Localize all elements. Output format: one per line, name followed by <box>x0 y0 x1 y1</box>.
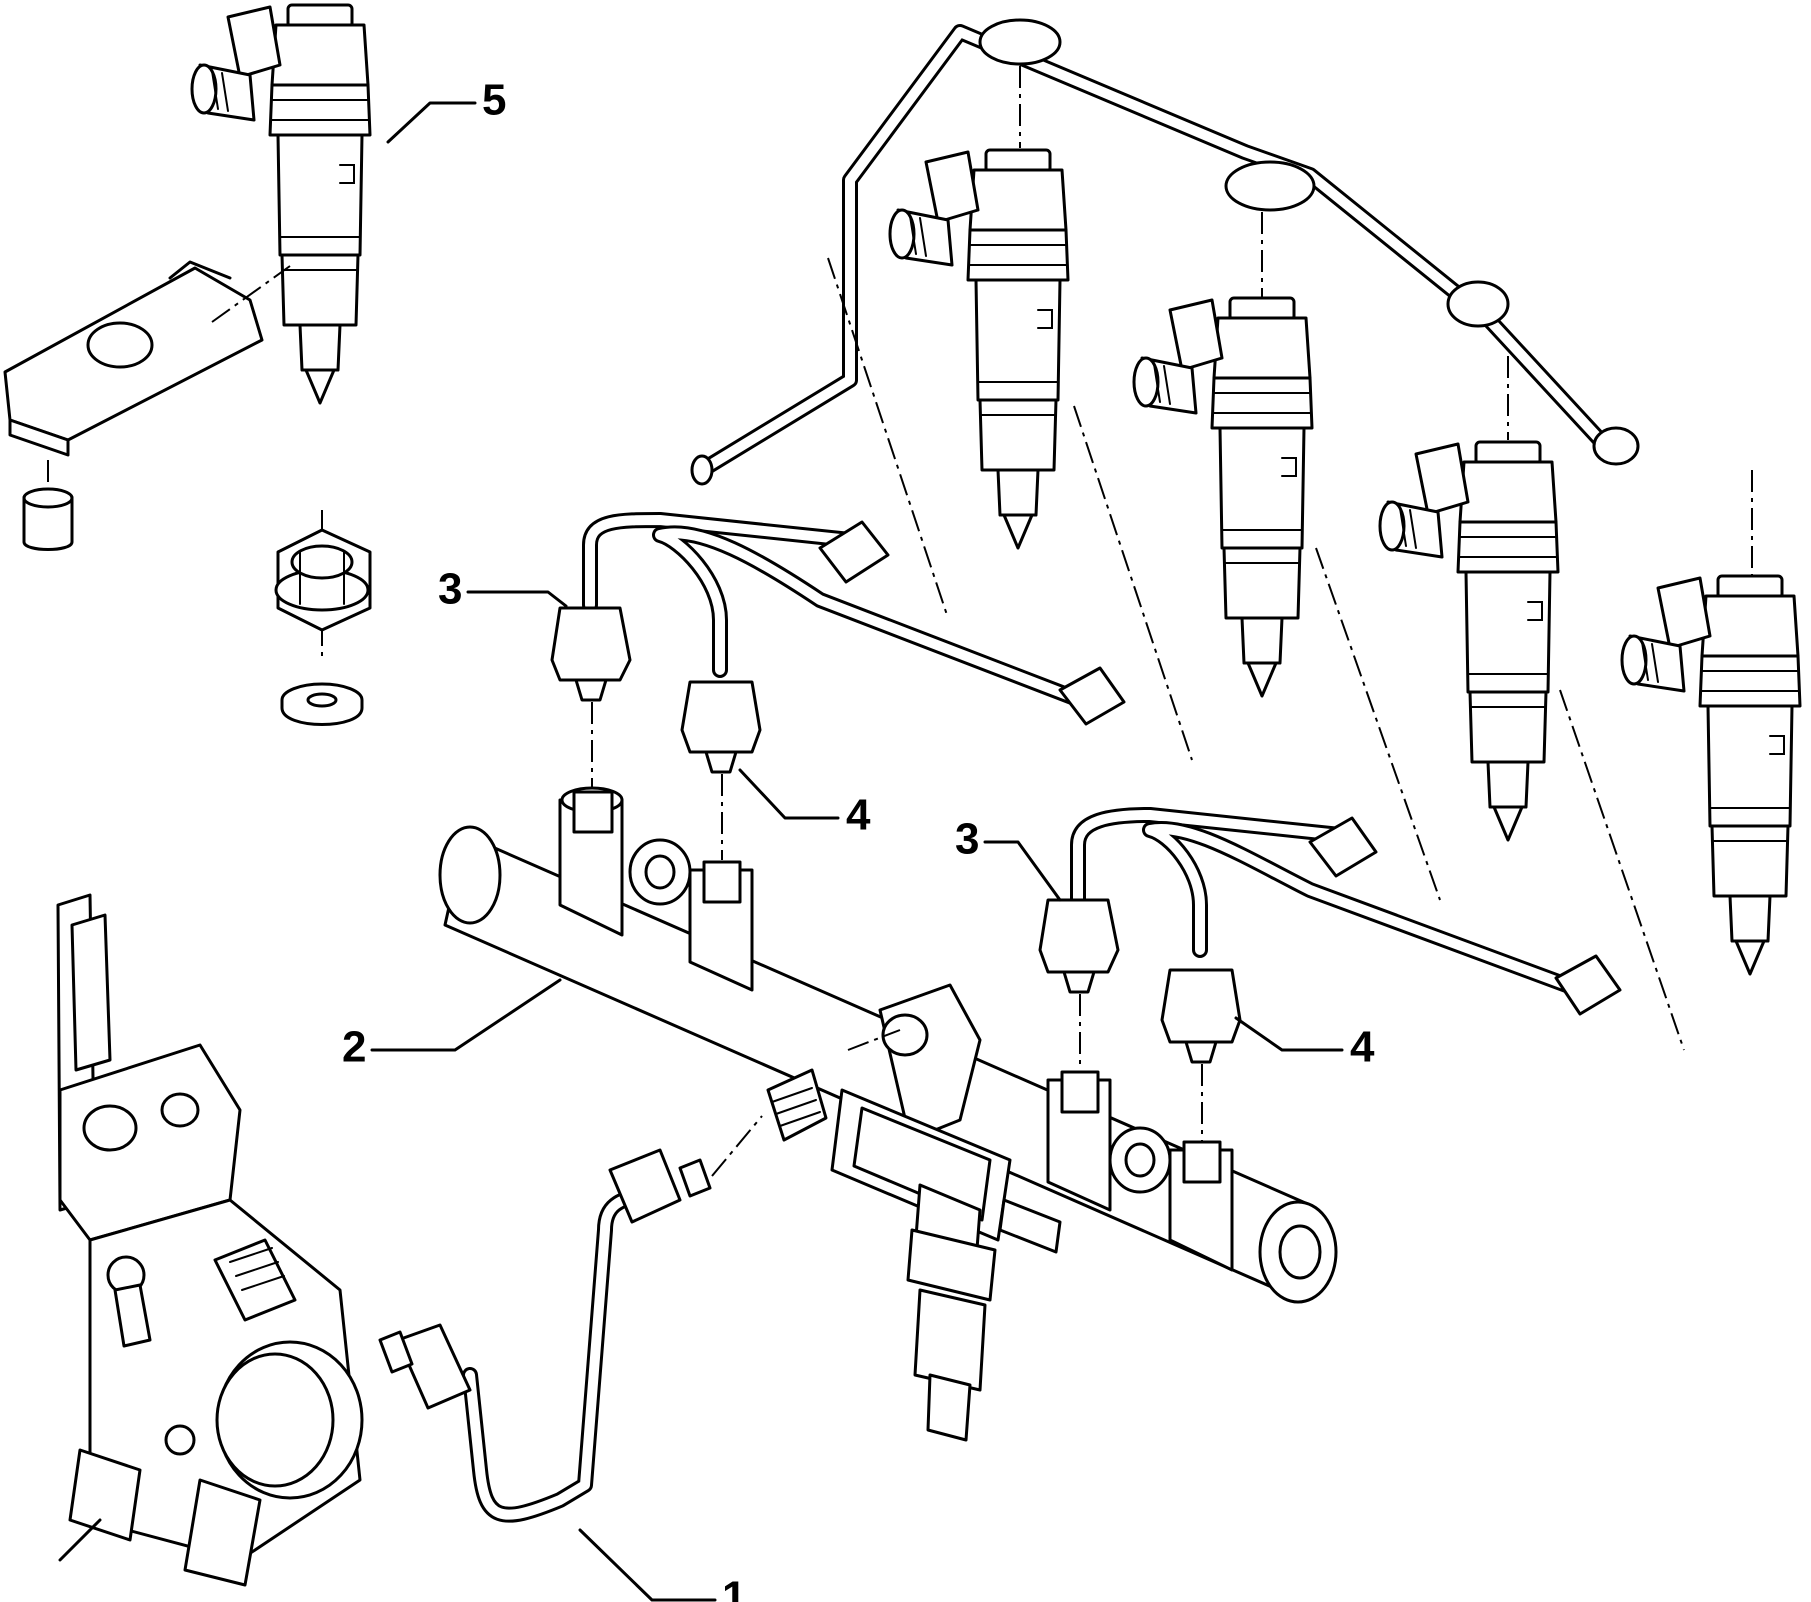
injector-5-assembly <box>3 3 372 726</box>
callout-5: 5 <box>482 76 506 125</box>
injector-pipes-lower <box>1038 807 1622 1064</box>
callout-3-upper: 3 <box>438 565 462 614</box>
high-pressure-pipe-1 <box>378 1115 763 1523</box>
port-axis-lines <box>591 702 1203 1146</box>
callout-4-upper: 4 <box>846 791 871 840</box>
leak-off-return-hose <box>690 18 1753 580</box>
callout-3-lower: 3 <box>955 815 979 864</box>
common-rail-2 <box>438 786 1338 1442</box>
callout-1: 1 <box>722 1573 746 1602</box>
high-pressure-pump <box>56 893 364 1587</box>
injector-pipes-upper <box>550 512 1126 774</box>
callout-2: 2 <box>342 1023 366 1072</box>
callout-numbers: 1 2 3 3 4 4 5 <box>342 76 1375 1602</box>
alignment-lines <box>827 257 1685 1051</box>
callout-4-lower: 4 <box>1350 1023 1375 1072</box>
callout-leaders <box>370 101 1344 1602</box>
